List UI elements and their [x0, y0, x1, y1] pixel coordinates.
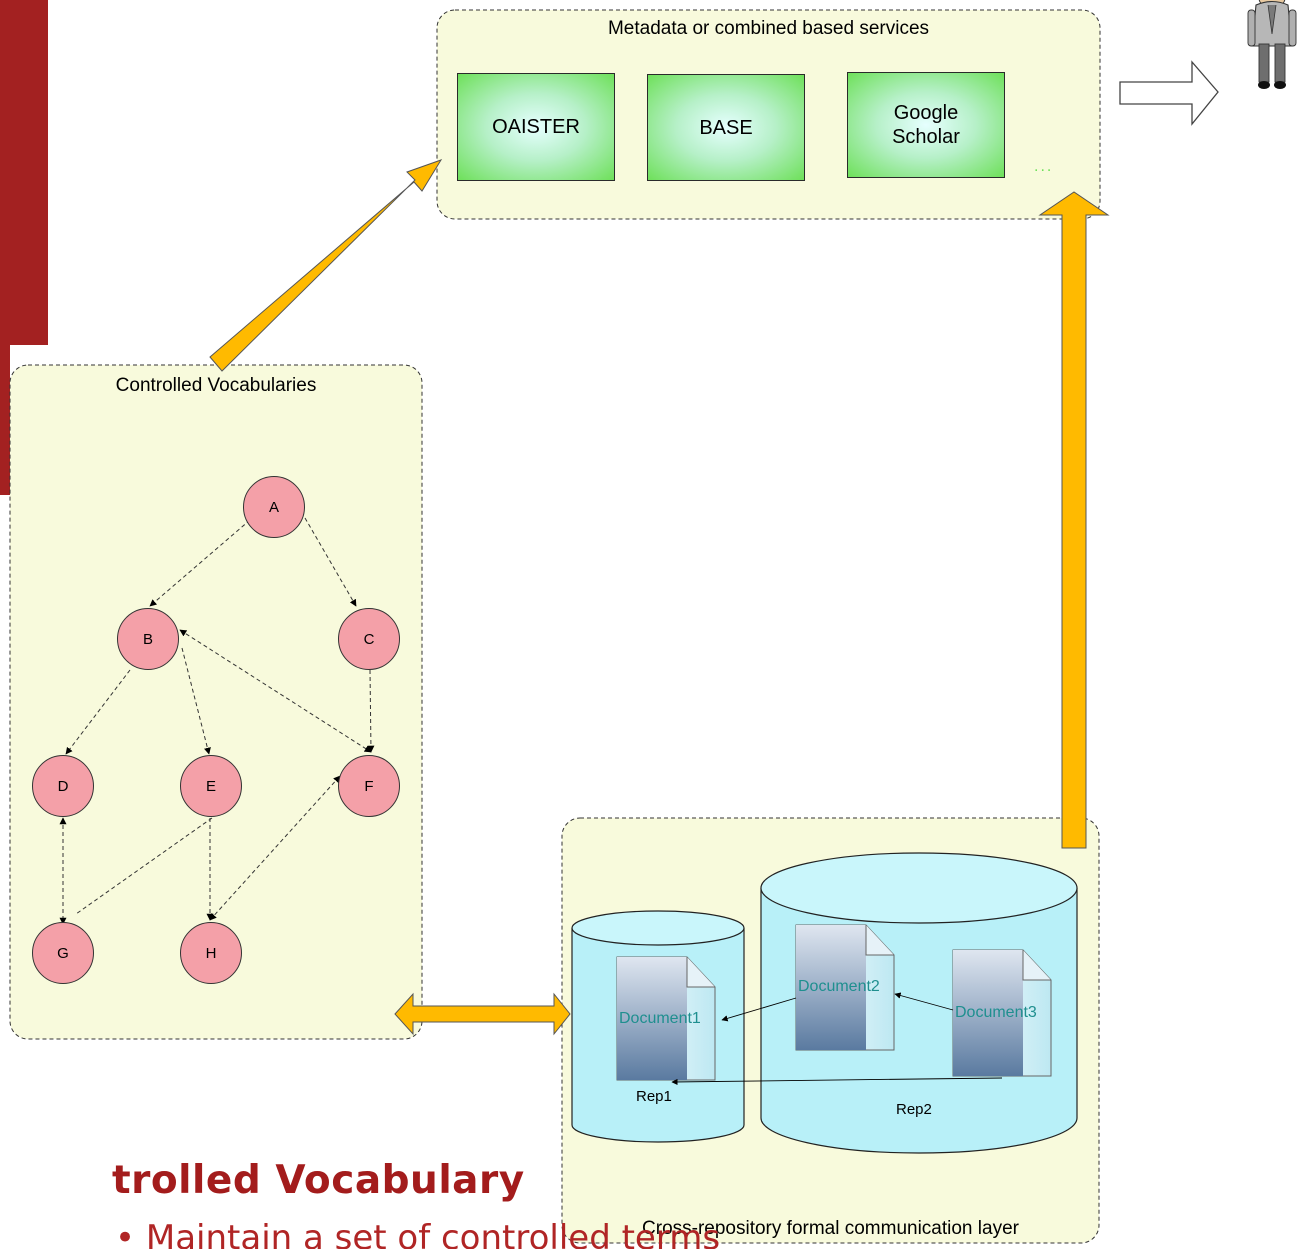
node-f: F [338, 755, 400, 817]
edge-b-f [179, 629, 372, 753]
slide-accent-band-lower [0, 345, 10, 495]
node-d: D [32, 755, 94, 817]
arrow-vocab-repo-bidirectional [394, 992, 571, 1036]
right-hollow-arrow-icon [1119, 60, 1219, 126]
repository-rep1-label: Rep1 [636, 1088, 672, 1105]
vocab-edges [59, 517, 375, 925]
link-doc3-rep1 [671, 1077, 1003, 1086]
node-g: G [32, 922, 94, 984]
repository-rep2-label: Rep2 [896, 1101, 932, 1118]
slide-accent-band [0, 0, 48, 345]
document-icon [952, 949, 1052, 1077]
document-links [671, 992, 1003, 1086]
vocab-panel-title: Controlled Vocabularies [115, 375, 317, 396]
document2-label: Document2 [798, 978, 880, 995]
repo-panel-title: Cross-repository formal communication la… [642, 1218, 1019, 1239]
slide-heading: trolled Vocabulary [112, 1158, 525, 1203]
arrow-repo-to-services [1038, 191, 1110, 849]
node-b: B [117, 608, 179, 670]
arrow-vocab-to-services [209, 159, 443, 372]
node-a: A [243, 476, 305, 538]
link-doc3-doc2 [894, 992, 954, 1011]
edge-b-d [65, 669, 131, 755]
slide-bullet-text: • Maintain a set of controlled terms [115, 1218, 721, 1249]
document-icon [616, 956, 716, 1081]
document-icon [795, 924, 895, 1051]
more-services-ellipsis: ... [1034, 158, 1054, 175]
document3-label: Document3 [955, 1004, 1037, 1021]
services-panel-title: Metadata or combined based services [607, 18, 930, 39]
node-e: E [180, 755, 242, 817]
node-c: C [338, 608, 400, 670]
service-box-base: BASE [647, 74, 805, 181]
edge-a-b [149, 519, 251, 607]
node-h: H [180, 922, 242, 984]
edge-h-f [209, 775, 341, 921]
document1-label: Document1 [619, 1010, 701, 1027]
link-doc2-doc1 [721, 997, 797, 1022]
user-person-icon [1247, 0, 1297, 89]
service-box-google-scholar: Google Scholar [847, 72, 1005, 178]
edge-a-c [304, 517, 357, 607]
service-box-oaister: OAISTER [457, 73, 615, 181]
